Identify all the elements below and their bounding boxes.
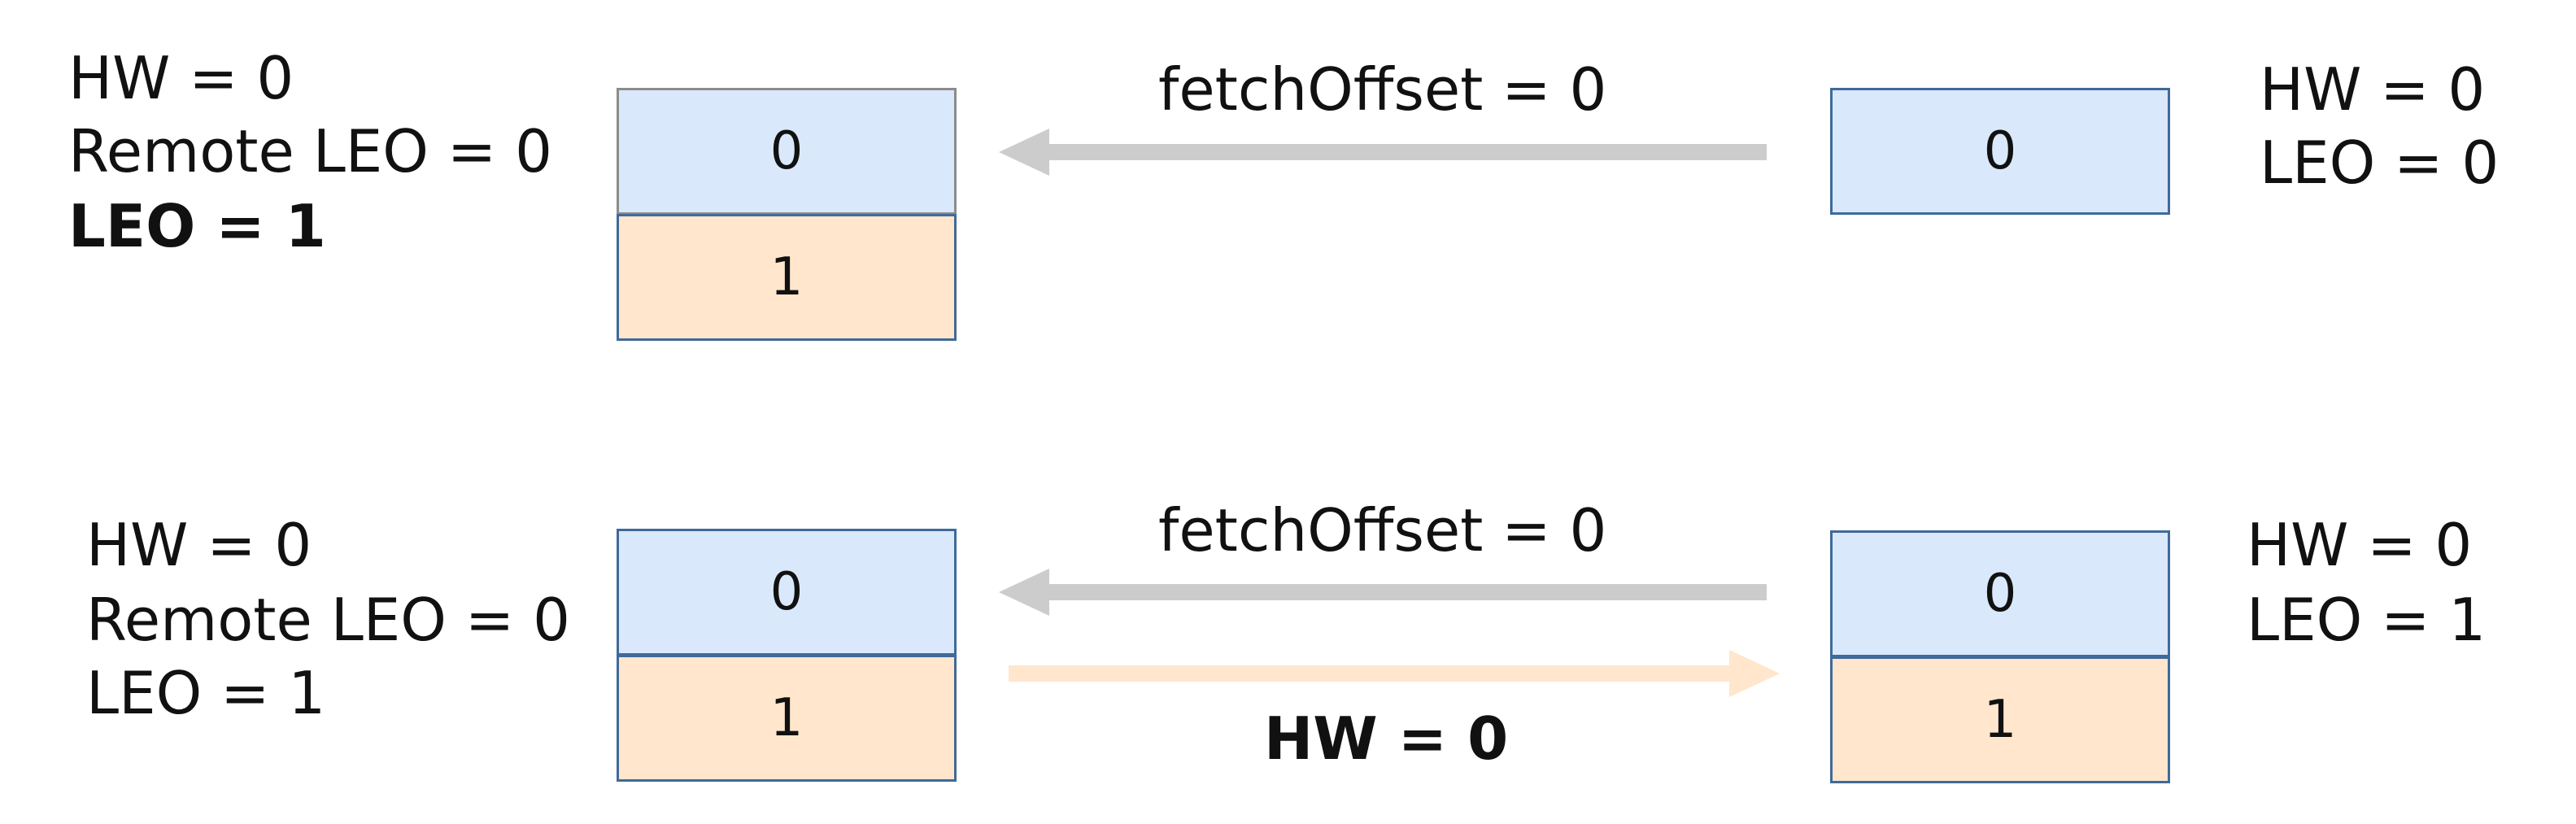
top-follower-log-cell-0: 0 (1830, 88, 2170, 215)
top-fetch-offset-label: fetchOffset = 0 (1158, 55, 1607, 124)
bottom-response-arrow (1009, 650, 1780, 697)
top-fetch-arrow (999, 129, 1767, 176)
bottom-follower-log-cell-0: 0 (1830, 530, 2170, 657)
top-leader-hw: HW = 0 (68, 44, 294, 112)
bottom-response-hw-label: HW = 0 (1264, 704, 1509, 773)
top-follower-hw: HW = 0 (2260, 55, 2486, 124)
bottom-follower-hw: HW = 0 (2247, 511, 2473, 579)
top-leader-leo: LEO = 1 (68, 192, 326, 260)
bottom-fetch-offset-label: fetchOffset = 0 (1158, 496, 1607, 565)
bottom-leader-leo: LEO = 1 (86, 659, 326, 727)
top-follower-leo: LEO = 0 (2260, 129, 2500, 197)
top-leader-log-cell-1: 1 (617, 214, 957, 341)
bottom-leader-remote-leo: Remote LEO = 0 (86, 586, 570, 654)
bottom-leader-log-cell-0: 0 (617, 529, 957, 656)
bottom-fetch-arrow (999, 569, 1767, 616)
bottom-follower-leo: LEO = 1 (2247, 586, 2487, 654)
top-leader-remote-leo: Remote LEO = 0 (68, 117, 552, 185)
bottom-leader-log-cell-1: 1 (617, 655, 957, 782)
top-leader-log-cell-0: 0 (617, 88, 957, 215)
bottom-follower-log-cell-1: 1 (1830, 656, 2170, 783)
bottom-leader-hw: HW = 0 (86, 511, 312, 579)
